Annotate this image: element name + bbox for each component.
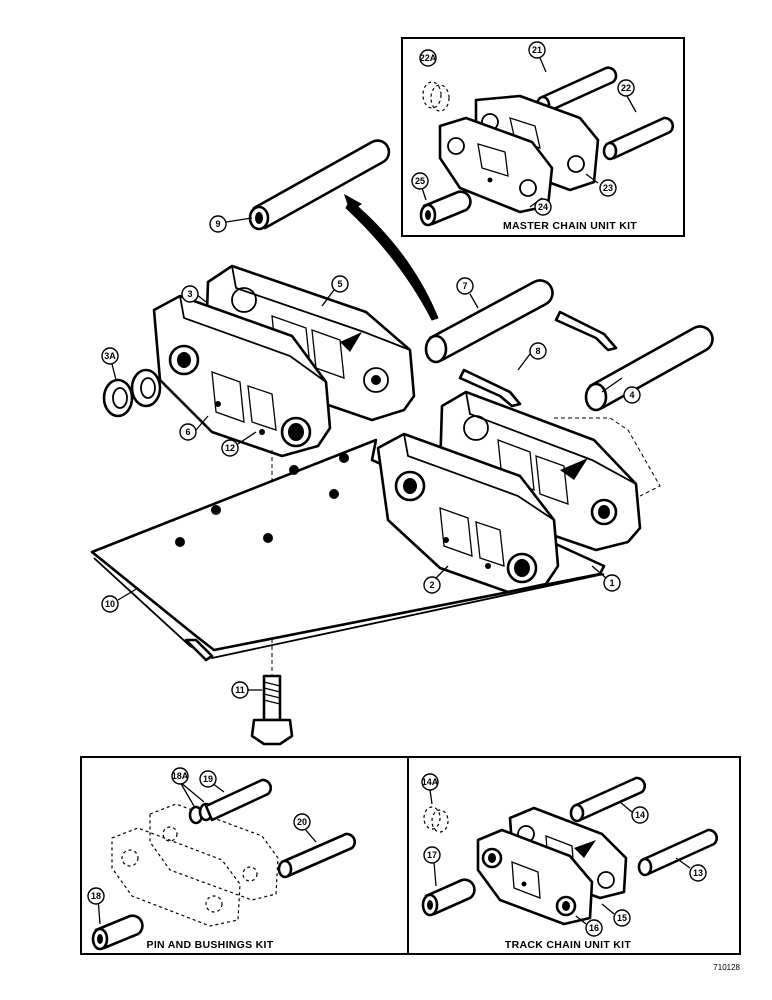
bushing-9 [248, 139, 391, 231]
svg-text:14: 14 [635, 810, 645, 820]
svg-text:9: 9 [215, 219, 220, 229]
pin-7 [424, 279, 554, 364]
svg-text:8: 8 [535, 346, 540, 356]
svg-text:15: 15 [617, 913, 627, 923]
svg-text:18: 18 [91, 891, 101, 901]
svg-text:19: 19 [203, 774, 213, 784]
svg-text:21: 21 [532, 45, 542, 55]
callout-17: 17 [423, 846, 441, 864]
svg-text:14A: 14A [422, 777, 439, 787]
svg-text:18A: 18A [172, 771, 189, 781]
kit-bushing-18 [91, 914, 144, 951]
svg-text:7: 7 [462, 281, 467, 291]
kit-pin-14 [569, 776, 647, 823]
callout-18: 18 [87, 887, 105, 905]
callout-11: 11 [231, 681, 249, 699]
kit-pin-13 [637, 828, 719, 877]
master-kit-title: MASTER CHAIN UNIT KIT [503, 220, 637, 232]
pin-4 [584, 325, 714, 412]
svg-text:2: 2 [429, 580, 434, 590]
track-link-3 [152, 294, 332, 458]
master-pin-22 [602, 116, 675, 161]
kit-track-link-front [476, 828, 594, 926]
pin-bushings-kit-title: PIN AND BUSHINGS KIT [147, 939, 274, 951]
callout-8: 8 [529, 342, 547, 360]
svg-text:23: 23 [603, 183, 613, 193]
callout-20: 20 [293, 813, 311, 831]
master-chain-unit-kit-panel: MASTER CHAIN UNIT KIT 22A 21 22 23 24 25 [401, 37, 685, 237]
callout-22: 22 [617, 79, 635, 97]
callout-2: 2 [423, 576, 441, 594]
pin-and-bushings-kit-panel: PIN AND BUSHINGS KIT 18A 19 20 18 [80, 756, 409, 955]
svg-text:11: 11 [235, 685, 245, 695]
callout-24: 24 [534, 198, 552, 216]
callout-13: 13 [689, 864, 707, 882]
callout-10: 10 [101, 595, 119, 613]
callout-14a: 14A [421, 773, 439, 791]
svg-text:1: 1 [609, 578, 614, 588]
figure-code: 710128 [713, 963, 740, 972]
callout-21: 21 [528, 41, 546, 59]
svg-text:20: 20 [297, 817, 307, 827]
svg-text:13: 13 [693, 868, 703, 878]
track-shoe-10 [90, 438, 606, 662]
callout-25: 25 [411, 172, 429, 190]
callout-23: 23 [599, 179, 617, 197]
callout-19: 19 [199, 770, 217, 788]
bolt-11 [250, 674, 294, 746]
callout-4: 4 [623, 386, 641, 404]
svg-text:6: 6 [185, 427, 190, 437]
svg-text:3: 3 [187, 289, 192, 299]
callout-9: 9 [209, 215, 227, 233]
kit-pin-20 [277, 832, 357, 879]
master-link-back [474, 94, 600, 192]
callout-3: 3 [181, 285, 199, 303]
master-kit-arrow [345, 199, 439, 321]
callout-15: 15 [613, 909, 631, 927]
callout-5: 5 [331, 275, 349, 293]
callout-18a: 18A [171, 767, 189, 785]
callout-12: 12 [221, 439, 239, 457]
kit-pin-19 [204, 778, 273, 822]
master-keys-8 [458, 310, 618, 408]
callout-3a: 3A [101, 347, 119, 365]
track-chain-kit-title: TRACK CHAIN UNIT KIT [505, 939, 631, 951]
callout-1: 1 [603, 574, 621, 592]
svg-text:17: 17 [427, 850, 437, 860]
track-link-2 [376, 432, 560, 594]
svg-text:16: 16 [589, 923, 599, 933]
svg-text:24: 24 [538, 202, 548, 212]
svg-text:10: 10 [105, 599, 115, 609]
washers-3a [102, 368, 162, 418]
svg-text:4: 4 [629, 390, 634, 400]
master-bushing-25 [419, 190, 472, 227]
callout-16: 16 [585, 919, 603, 937]
svg-text:25: 25 [415, 176, 425, 186]
callout-22a: 22A [419, 49, 437, 67]
svg-text:5: 5 [337, 279, 342, 289]
callout-6: 6 [179, 423, 197, 441]
kit-bushing-17 [421, 878, 476, 917]
track-chain-unit-kit-panel: TRACK CHAIN UNIT KIT 14A 14 13 15 16 17 [407, 756, 741, 955]
svg-text:12: 12 [225, 443, 235, 453]
svg-text:22A: 22A [420, 53, 437, 63]
svg-text:3A: 3A [104, 351, 116, 361]
svg-text:22: 22 [621, 83, 631, 93]
callout-7: 7 [456, 277, 474, 295]
callout-14: 14 [631, 806, 649, 824]
